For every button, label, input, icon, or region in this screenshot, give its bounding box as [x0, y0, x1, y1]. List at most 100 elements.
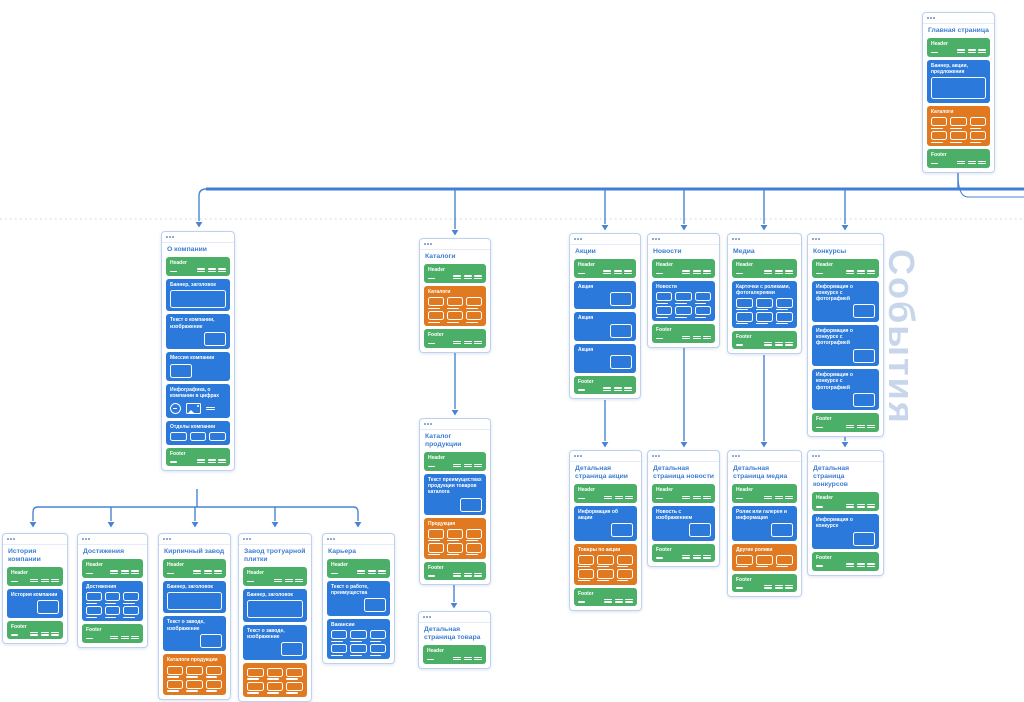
- banner-block[interactable]: Баннер, акции, предложения: [927, 59, 990, 103]
- linesrect-block[interactable]: Текст о работе, преимущества: [327, 580, 390, 616]
- card-menu-icon[interactable]: [419, 614, 490, 623]
- header-block[interactable]: Header: [652, 259, 715, 278]
- header-block[interactable]: Header: [652, 484, 715, 503]
- linesrect-block[interactable]: Текст преимуществах продукции товаров ка…: [424, 473, 486, 516]
- footer-block[interactable]: Footer: [574, 375, 636, 395]
- linesrect-block[interactable]: Новость с изображением: [652, 505, 715, 541]
- card-menu-icon[interactable]: [728, 236, 801, 245]
- grid-block[interactable]: Карточки с роликами, фотогалереями: [732, 280, 797, 328]
- card-menu-icon[interactable]: [808, 236, 883, 245]
- footer-block[interactable]: Footer: [424, 329, 486, 348]
- card-menu-icon[interactable]: [78, 536, 147, 545]
- grid-block[interactable]: Другие ролики: [732, 543, 797, 571]
- linesrect-block[interactable]: Текст о заводе, изображение: [163, 616, 226, 652]
- linesrect-block[interactable]: Информация о конкурсе: [812, 514, 879, 549]
- imglines-block[interactable]: Миссия компании: [166, 352, 230, 382]
- header-block[interactable]: Header: [243, 567, 307, 586]
- grid-block[interactable]: Новости: [652, 280, 715, 322]
- banner-block[interactable]: Баннер, заголовок: [163, 580, 226, 614]
- footer-block[interactable]: Footer: [7, 620, 63, 640]
- grid-block[interactable]: Каталоги: [424, 285, 486, 327]
- card-menu-icon[interactable]: [570, 236, 640, 245]
- infographic-block[interactable]: Инфографика, о компании в цифрах: [166, 384, 230, 418]
- linesrect-block[interactable]: Информация о конкурсе с фотографией: [812, 369, 879, 411]
- card-menu-icon[interactable]: [808, 453, 883, 462]
- header-block[interactable]: Header: [7, 567, 63, 586]
- footer-block[interactable]: Footer: [82, 624, 143, 643]
- header-block[interactable]: Header: [424, 264, 486, 283]
- linesrect-block[interactable]: История компании: [7, 588, 63, 618]
- linesrect-block[interactable]: Акция: [574, 344, 636, 373]
- card-menu-icon[interactable]: [420, 241, 490, 250]
- grid-block[interactable]: Отделы компании: [166, 420, 230, 445]
- header-block[interactable]: Header: [82, 559, 143, 578]
- header-block[interactable]: Header: [574, 484, 637, 503]
- card-menu-icon[interactable]: [923, 15, 994, 24]
- card-menu-icon[interactable]: [570, 453, 641, 462]
- footer-block[interactable]: Footer: [652, 543, 715, 563]
- linesrect-block[interactable]: Информация об акции: [574, 505, 637, 541]
- card-menu-icon[interactable]: [648, 453, 719, 462]
- linesrect-block[interactable]: Информация о конкурсе с фотографией: [812, 280, 879, 322]
- banner-block[interactable]: Баннер, заголовок: [243, 588, 307, 622]
- card-menu-icon[interactable]: [728, 453, 801, 462]
- card-menu-icon[interactable]: [3, 536, 67, 545]
- header-block[interactable]: Header: [163, 559, 226, 578]
- linesrect-block[interactable]: Информация о конкурсе с фотографией: [812, 324, 879, 367]
- grid-block[interactable]: Продукция: [424, 518, 486, 559]
- card-menu-icon[interactable]: [420, 421, 490, 430]
- header-block[interactable]: Header: [732, 484, 797, 503]
- footer-block[interactable]: Footer: [166, 447, 230, 467]
- header-block[interactable]: Header: [812, 259, 879, 278]
- card-menu-icon[interactable]: [239, 536, 311, 545]
- footer-block[interactable]: Footer: [812, 413, 879, 432]
- grid-block[interactable]: Вакансии: [327, 618, 390, 660]
- header-block[interactable]: Header: [424, 452, 486, 471]
- footer-block[interactable]: Footer: [574, 587, 637, 607]
- grid-block[interactable]: [243, 662, 307, 698]
- linesrect-block[interactable]: Акция: [574, 280, 636, 310]
- banner-block[interactable]: Баннер, заголовок: [166, 278, 230, 312]
- grid-block[interactable]: Товары по акции: [574, 543, 637, 585]
- header-block[interactable]: Header: [327, 559, 390, 578]
- grid-block[interactable]: Достижения: [82, 580, 143, 622]
- card-menu-icon[interactable]: [162, 234, 234, 243]
- header-block[interactable]: Header: [732, 259, 797, 278]
- card-menu-icon[interactable]: [648, 236, 719, 245]
- footer-block[interactable]: Footer: [812, 552, 879, 571]
- header-block[interactable]: Header: [927, 38, 990, 57]
- linesrect-block[interactable]: Ролик или галерея и информация: [732, 505, 797, 541]
- header-block[interactable]: Header: [166, 257, 230, 276]
- footer-block[interactable]: Footer: [732, 330, 797, 350]
- grid-block[interactable]: Каталоги продукции: [163, 654, 226, 696]
- footer-block[interactable]: Footer: [732, 573, 797, 593]
- grid-block[interactable]: Каталоги: [927, 105, 990, 147]
- header-block[interactable]: Header: [812, 492, 879, 511]
- linesrect-block[interactable]: Акция: [574, 312, 636, 342]
- footer-block[interactable]: Footer: [927, 149, 990, 168]
- card-menu-icon[interactable]: [323, 536, 394, 545]
- linesrect-block[interactable]: Текст о компании, изображение: [166, 314, 230, 350]
- linesrect-block[interactable]: Текст о заводе, изображение: [243, 624, 307, 660]
- header-block[interactable]: Header: [574, 259, 636, 278]
- footer-block[interactable]: Footer: [652, 324, 715, 343]
- card-menu-icon[interactable]: [159, 536, 230, 545]
